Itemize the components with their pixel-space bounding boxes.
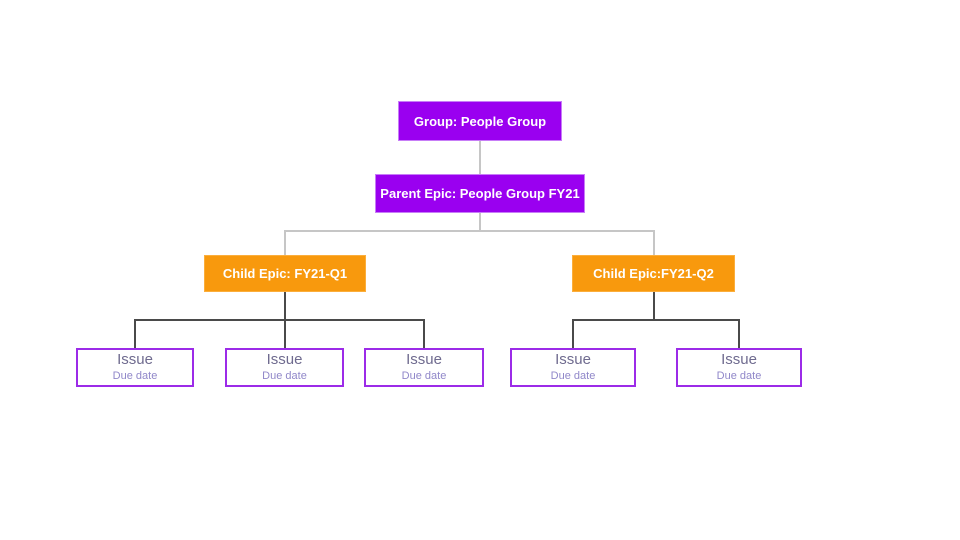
connector-drop-to-issue-1 bbox=[134, 319, 136, 349]
child-epic-q2-node: Child Epic:FY21-Q2 bbox=[572, 255, 735, 292]
connector-drop-to-child-epic-q2 bbox=[653, 230, 655, 256]
connector-group-to-parent bbox=[479, 140, 481, 174]
issue-1-due-date: Due date bbox=[112, 370, 158, 382]
connector-drop-to-issue-5 bbox=[738, 319, 740, 349]
issue-5-due-date: Due date bbox=[716, 370, 762, 382]
issue-node-3: Issue Due date bbox=[364, 348, 484, 387]
issue-2-due-date: Due date bbox=[262, 370, 307, 382]
issue-node-4: Issue Due date bbox=[510, 348, 636, 387]
issue-3-due-date: Due date bbox=[401, 370, 447, 382]
connector-child-q1-crossbar bbox=[134, 319, 425, 321]
child-epic-q1-label: Child Epic: FY21-Q1 bbox=[222, 266, 348, 281]
issue-4-title: Issue bbox=[555, 351, 591, 369]
parent-epic-node-label: Parent Epic: People Group FY21 bbox=[380, 186, 580, 201]
issue-1-title: Issue bbox=[117, 351, 153, 369]
connector-drop-to-issue-3 bbox=[423, 319, 425, 349]
connector-drop-to-issue-2 bbox=[284, 319, 286, 349]
connector-child-q1-stem bbox=[284, 291, 286, 320]
issue-3-title: Issue bbox=[406, 351, 442, 369]
connector-parent-stem bbox=[479, 212, 481, 231]
issue-5-title: Issue bbox=[721, 351, 757, 369]
connector-parent-crossbar bbox=[284, 230, 655, 232]
issue-node-5: Issue Due date bbox=[676, 348, 802, 387]
connector-child-q2-crossbar bbox=[572, 319, 740, 321]
group-node: Group: People Group bbox=[398, 101, 562, 141]
connector-drop-to-issue-4 bbox=[572, 319, 574, 349]
child-epic-q2-label: Child Epic:FY21-Q2 bbox=[593, 266, 714, 281]
issue-4-due-date: Due date bbox=[550, 370, 596, 382]
group-node-label: Group: People Group bbox=[413, 113, 547, 129]
connector-drop-to-child-epic-q1 bbox=[284, 230, 286, 256]
issue-node-1: Issue Due date bbox=[76, 348, 194, 387]
child-epic-q1-node: Child Epic: FY21-Q1 bbox=[204, 255, 366, 292]
connector-child-q2-stem bbox=[653, 291, 655, 320]
issue-2-title: Issue bbox=[266, 351, 303, 369]
parent-epic-node: Parent Epic: People Group FY21 bbox=[375, 174, 585, 213]
issue-node-2: Issue Due date bbox=[225, 348, 344, 387]
